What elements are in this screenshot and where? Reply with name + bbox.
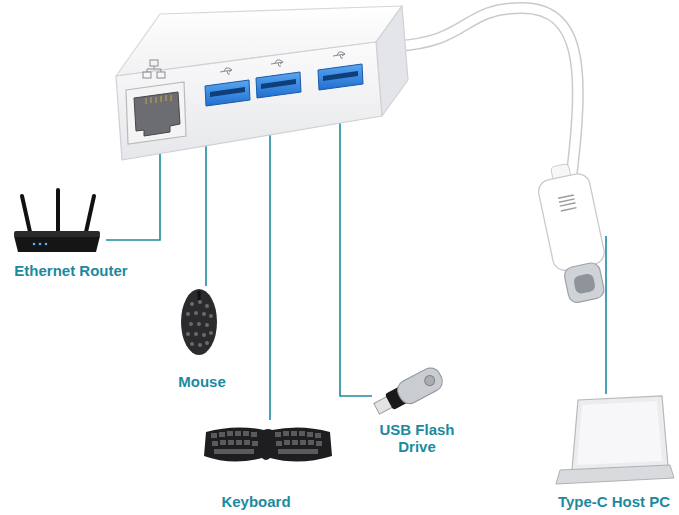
device-label: Type-C Host PC — [552, 493, 676, 510]
cable — [396, 8, 578, 172]
device-label: USB Flash Drive — [374, 421, 460, 455]
mouse-icon — [181, 289, 217, 355]
usb-c-connector — [534, 160, 614, 306]
usb-ports — [205, 52, 363, 106]
leader-line — [269, 98, 271, 420]
flash-drive-icon — [371, 364, 446, 419]
laptop-icon — [556, 396, 674, 484]
keyboard-icon — [204, 427, 332, 461]
leader-line — [605, 236, 607, 394]
device-label: Mouse — [162, 373, 242, 390]
device-label: Keyboard — [206, 493, 306, 510]
hub-body — [116, 6, 408, 160]
cable — [396, 8, 578, 172]
ethernet-port — [126, 60, 186, 144]
leader-line — [340, 86, 372, 396]
router-icon — [14, 190, 100, 252]
device-label: Ethernet Router — [3, 262, 139, 279]
